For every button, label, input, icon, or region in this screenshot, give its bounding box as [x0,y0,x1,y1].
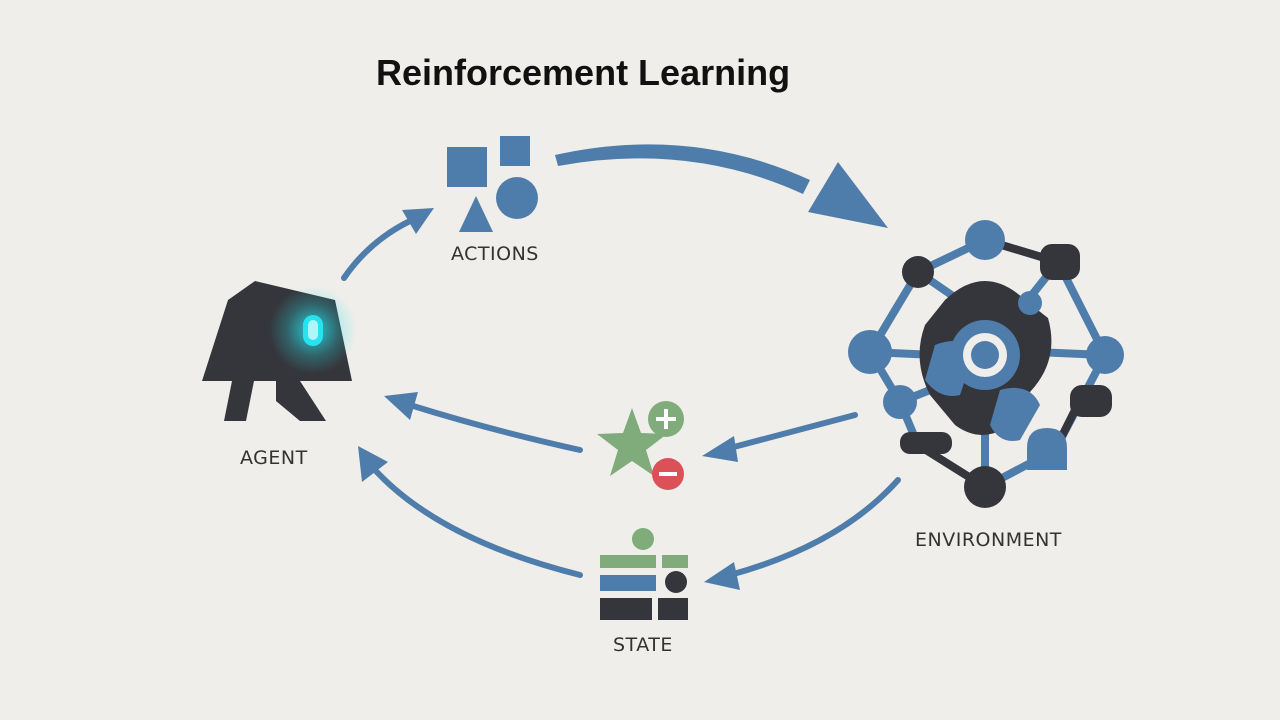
arrow-reward-to-agent [384,392,583,453]
arrow-environment-to-state [704,477,901,590]
network-icon [848,220,1124,508]
state-bars-icon [600,528,688,620]
diagram-title: Reinforcement Learning [376,52,791,93]
arrow-state-to-agent [358,446,583,578]
arrow-agent-to-actions [341,208,434,281]
arrow-environment-to-reward [702,412,858,462]
environment-label: ENVIRONMENT [915,529,1062,551]
shapes-icon [447,136,538,232]
star-plus-minus-icon [597,401,684,490]
state-label: STATE [613,634,673,656]
arrow-actions-to-environment [555,144,888,228]
robot-head-icon [202,281,357,421]
actions-label: ACTIONS [451,243,539,265]
agent-label: AGENT [240,447,308,469]
